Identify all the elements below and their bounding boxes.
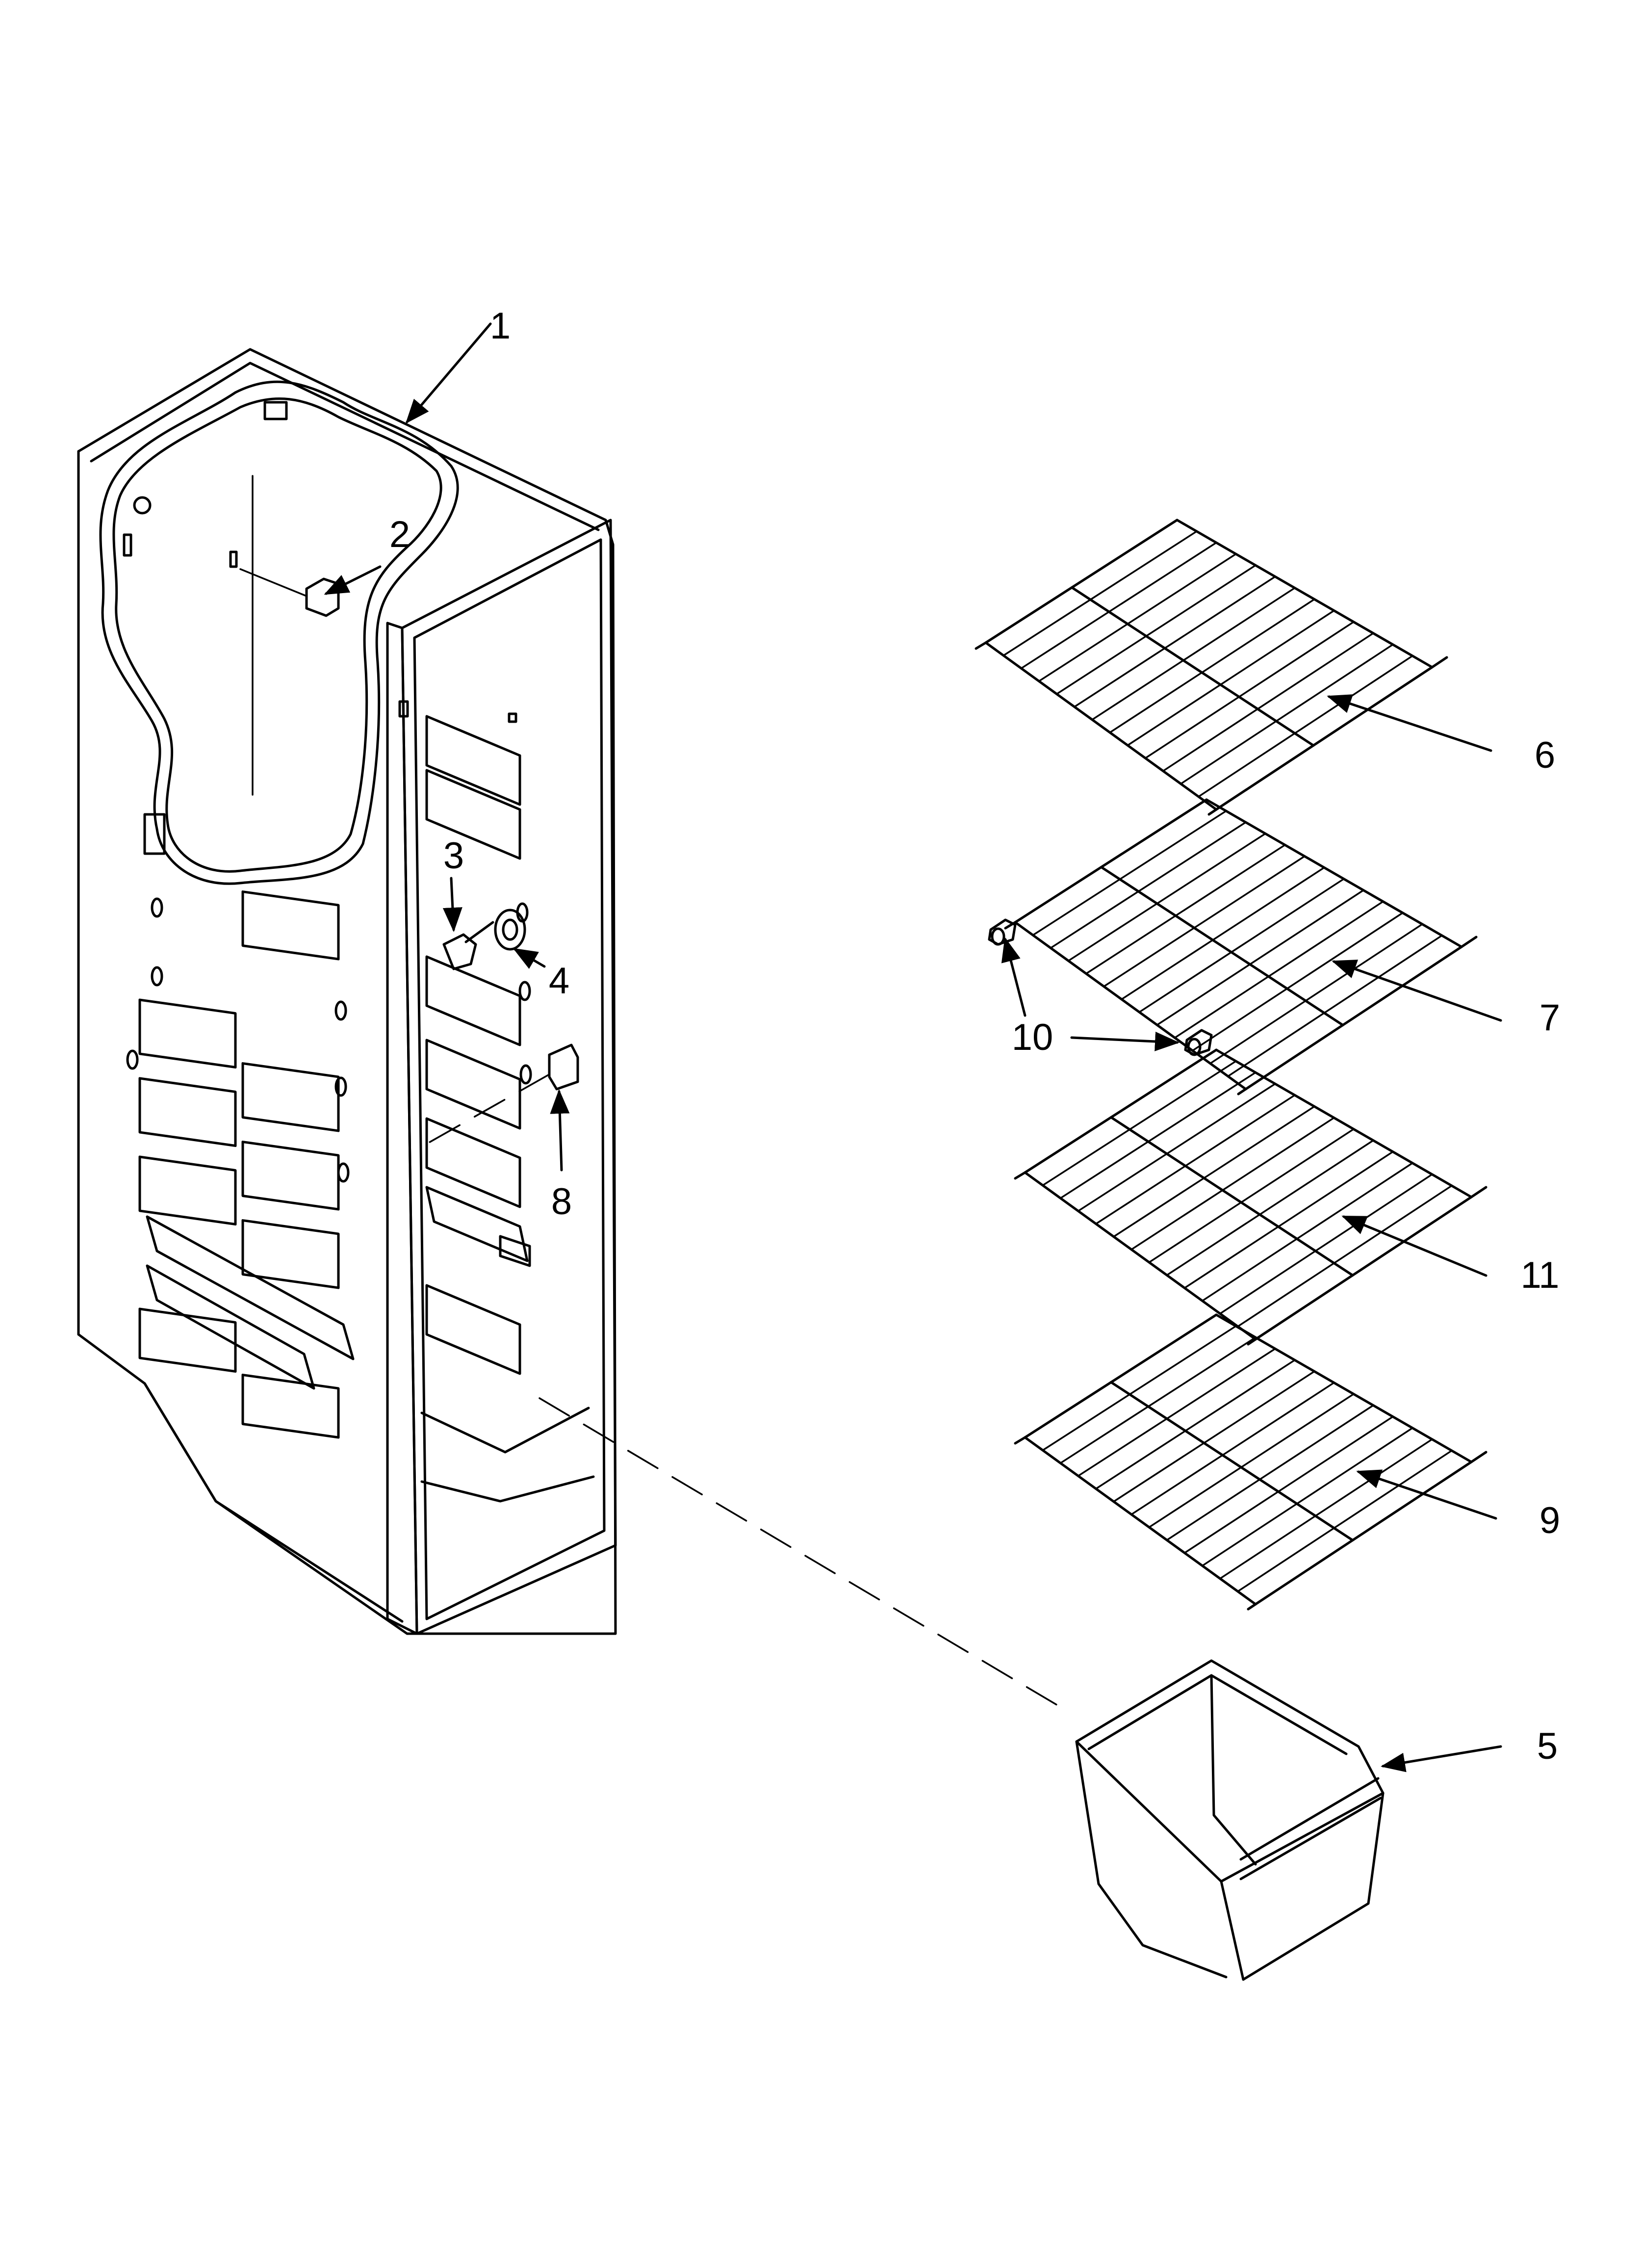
leader-arrow-1 xyxy=(405,322,492,424)
part-6-wire-shelf xyxy=(975,519,1448,816)
callout-3-label: 3 xyxy=(443,835,464,877)
leader-arrow-10b xyxy=(1070,1031,1180,1051)
callout-7-label: 7 xyxy=(1539,997,1560,1039)
callout-2-label: 2 xyxy=(389,514,410,555)
leader-arrow-6 xyxy=(1327,694,1492,752)
leader-arrow-7 xyxy=(1332,960,1502,1022)
part-4-bushing xyxy=(494,909,526,951)
part-11-wire-shelf xyxy=(1014,1048,1488,1346)
callout-8-label: 8 xyxy=(551,1181,572,1223)
leader-arrow-3 xyxy=(442,877,462,932)
callout-1-label: 1 xyxy=(490,305,511,347)
freezer-liner xyxy=(77,348,617,1635)
leader-arrow-10 xyxy=(1001,937,1026,1017)
part-2-clip xyxy=(239,568,340,617)
callout-6-label: 6 xyxy=(1535,734,1555,776)
leader-arrow-2 xyxy=(324,565,382,595)
callout-5-label: 5 xyxy=(1537,1725,1558,1767)
leader-arrow-9 xyxy=(1356,1469,1497,1520)
callout-11-label: 11 xyxy=(1521,1254,1560,1296)
part-5-crisper-bin xyxy=(539,1397,1385,1981)
part-7-wire-shelf xyxy=(1004,798,1478,1095)
leader-arrow-8 xyxy=(550,1089,570,1172)
part-8-bracket xyxy=(418,1043,579,1149)
liner-right-slots xyxy=(398,700,532,1375)
callout-4-label: 4 xyxy=(549,960,569,1002)
part-3-bolt xyxy=(442,921,494,970)
leader-arrow-5 xyxy=(1381,1745,1502,1773)
callout-10-label: 10 xyxy=(1012,1017,1053,1058)
liner-left-pockets xyxy=(126,813,355,1439)
leader-arrow-4 xyxy=(513,948,546,969)
part-9-wire-shelf xyxy=(1014,1313,1488,1611)
callout-9-label: 9 xyxy=(1539,1500,1560,1541)
leader-arrow-11 xyxy=(1341,1215,1488,1277)
